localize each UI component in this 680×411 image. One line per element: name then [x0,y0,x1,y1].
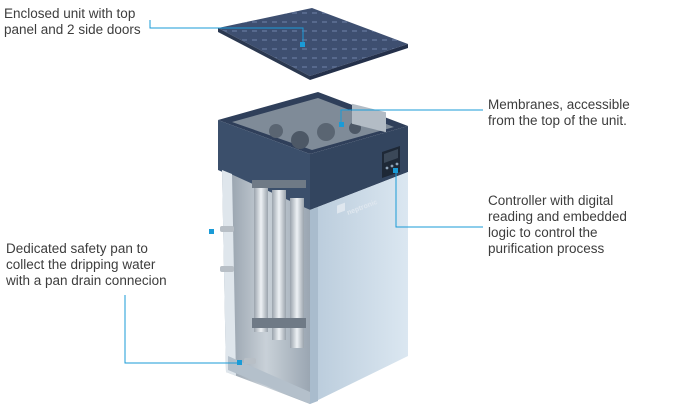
callout-leaders [124,20,483,364]
cabinet-top-frame [218,92,408,210]
side-fittings [220,226,256,364]
cabinet-side-panel [310,172,408,404]
cabinet-interior [222,170,310,404]
callout-line: with a pan drain connecion [6,273,167,288]
callout-line: reading and embedded [488,209,627,224]
callout-line: panel and 2 side doors [4,22,141,37]
leader-membranes [340,109,483,124]
callout-line: collect the dripping water [6,257,156,272]
callout-controller: Controller with digital reading and embe… [488,193,627,257]
callout-line: Enclosed unit with top [4,6,136,21]
callout-top-panel: Enclosed unit with top panel and 2 side … [4,6,141,38]
callout-line: from the top of the unit. [488,113,627,128]
callout-line: Membranes, accessible [488,97,630,112]
callout-line: logic to control the [488,225,598,240]
leader-safety-pan [124,295,239,364]
callout-dots [209,42,398,365]
callout-line: Dedicated safety pan to [6,241,148,256]
top-panel [218,8,408,80]
leader-controller [395,170,483,228]
callout-safety-pan: Dedicated safety pan to collect the drip… [6,241,167,289]
callout-line: Controller with digital [488,193,614,208]
leader-top-panel [149,20,304,44]
callout-membranes: Membranes, accessible from the top of th… [488,97,630,129]
callout-line: purification process [488,241,605,256]
